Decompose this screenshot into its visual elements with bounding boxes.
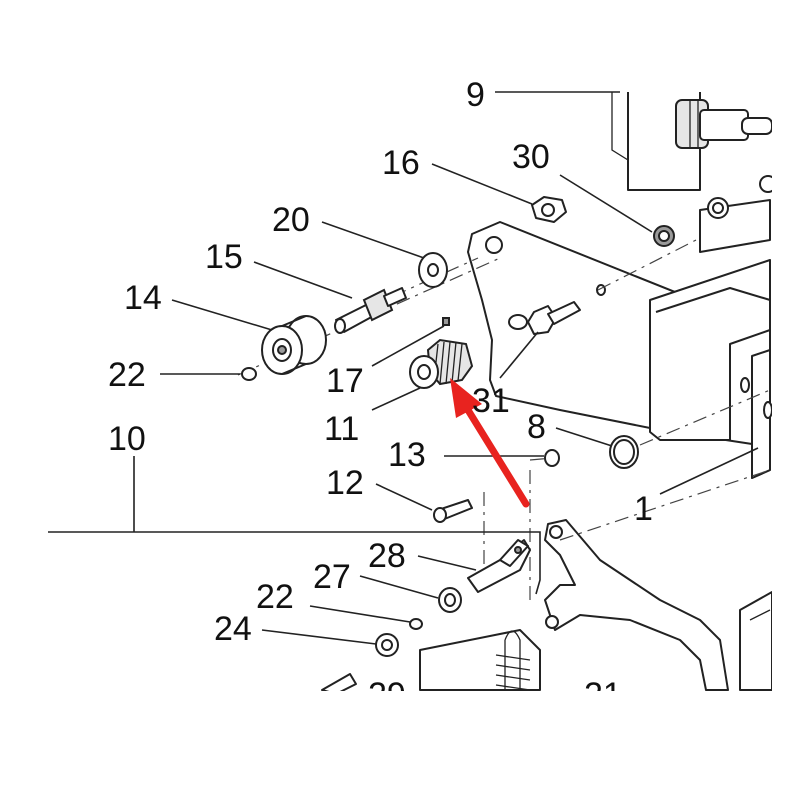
- part-27-nut: [438, 587, 462, 613]
- callout-27: 27: [313, 558, 351, 596]
- callout-8: 8: [527, 408, 546, 446]
- part-28-block: [467, 539, 531, 593]
- callout-31: 31: [472, 382, 510, 420]
- callout-16: 16: [382, 144, 420, 182]
- callout-10: 10: [108, 420, 146, 458]
- right-crop-mask: [772, 80, 800, 700]
- part-31-bolt: [527, 301, 581, 335]
- center-lines: [237, 237, 771, 600]
- callout-13: 13: [388, 436, 426, 474]
- callout-15: 15: [205, 238, 243, 276]
- callout-17: 17: [326, 362, 364, 400]
- callout-22-upper: 22: [108, 356, 146, 394]
- part-17-set-screw: [442, 317, 450, 326]
- part-12-pin: [433, 499, 473, 523]
- part-20-washer: [418, 252, 448, 288]
- callout-24: 24: [214, 610, 252, 648]
- callout-20: 20: [272, 201, 310, 239]
- part-16-nut: [531, 196, 567, 223]
- part-14-pulley: [261, 315, 327, 375]
- part-21-lever-plate: [419, 519, 773, 691]
- callout-12: 12: [326, 464, 364, 502]
- part-13-washer: [544, 449, 560, 467]
- callout-22-lower: 22: [256, 578, 294, 616]
- leader-lines: [160, 91, 759, 645]
- part-30-lock-washer: [653, 225, 675, 247]
- callout-11: 11: [324, 410, 359, 448]
- callout-1: 1: [634, 490, 653, 528]
- part-8-circlip: [609, 435, 639, 469]
- part-9-bracket: [611, 92, 773, 191]
- assembly-10-frame: [48, 456, 541, 595]
- callout-numbers: 9 16 30 20 15 14 22 17 11 31 8 10 13 12 …: [108, 76, 653, 714]
- callout-28: 28: [368, 537, 406, 575]
- part-24-washer: [375, 633, 399, 657]
- part-1-main-plate: [467, 175, 777, 479]
- part-22-washer-b: [409, 618, 423, 630]
- highlight-arrow: [450, 378, 530, 508]
- part-11-gear: [409, 338, 474, 389]
- spring-part: [495, 630, 531, 691]
- part-22-washer-a: [241, 367, 257, 381]
- part-15-stud: [334, 287, 407, 334]
- callout-14: 14: [124, 279, 162, 317]
- bottom-crop-mask: [0, 691, 800, 800]
- callout-9: 9: [466, 76, 485, 114]
- callout-30: 30: [512, 138, 550, 176]
